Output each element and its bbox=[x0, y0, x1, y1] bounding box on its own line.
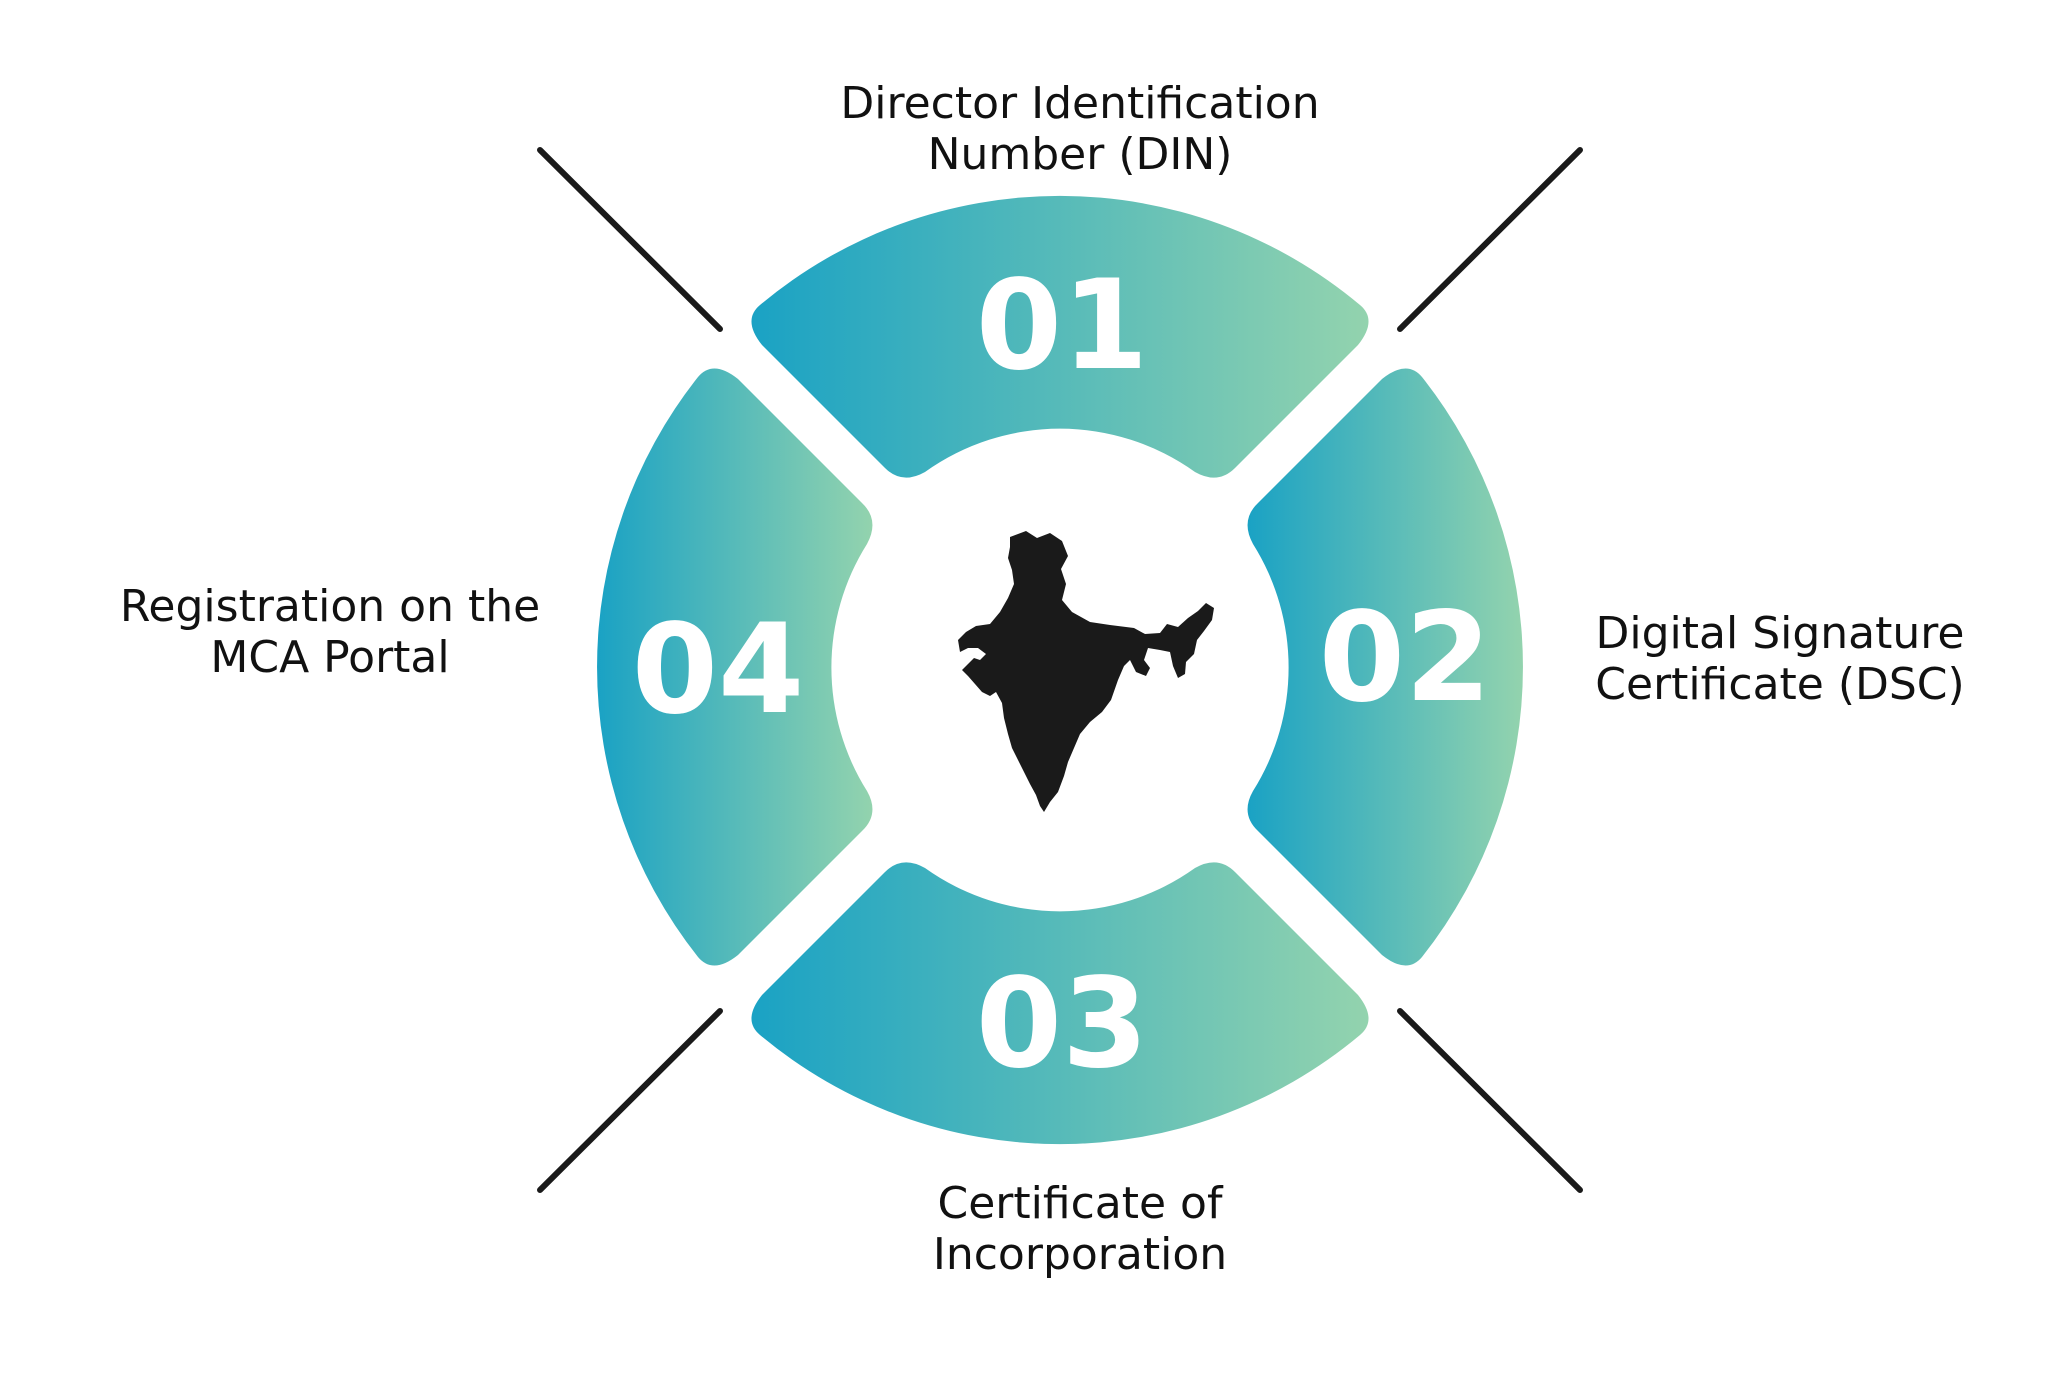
step-label-02-line1: Digital Signature bbox=[1595, 608, 1965, 659]
step-label-01-line2: Number (DIN) bbox=[927, 129, 1233, 180]
step-number-02: 02 bbox=[1319, 586, 1492, 730]
segment-04 bbox=[597, 368, 873, 966]
step-number-03: 03 bbox=[976, 952, 1149, 1096]
india-map-icon bbox=[958, 531, 1214, 812]
step-label-01-line1: Director Identification bbox=[840, 78, 1320, 129]
separator-line-bottom-right bbox=[1397, 1008, 1583, 1193]
step-number-04: 04 bbox=[632, 598, 805, 742]
step-label-03-line2: Incorporation bbox=[932, 1229, 1228, 1280]
segment-01 bbox=[751, 195, 1369, 478]
step-number-01: 01 bbox=[976, 254, 1149, 398]
separator-line-top-right bbox=[1397, 147, 1583, 332]
segment-03 bbox=[751, 862, 1369, 1145]
step-label-02-line2: Certificate (DSC) bbox=[1595, 659, 1965, 710]
step-label-04: Registration on the MCA Portal bbox=[80, 581, 580, 683]
separator-line-top-left bbox=[537, 147, 723, 332]
step-label-04-line1: Registration on the bbox=[119, 581, 541, 632]
segment-02 bbox=[1247, 368, 1523, 966]
step-label-03: Certificate of Incorporation bbox=[780, 1178, 1380, 1280]
step-label-01: Director Identification Number (DIN) bbox=[780, 78, 1380, 180]
separator-lines bbox=[537, 147, 1583, 1193]
step-label-04-line2: MCA Portal bbox=[210, 632, 450, 683]
separator-line-bottom-left bbox=[537, 1008, 723, 1193]
step-label-02: Digital Signature Certificate (DSC) bbox=[1530, 608, 2030, 710]
step-label-03-line1: Certificate of bbox=[937, 1178, 1223, 1229]
